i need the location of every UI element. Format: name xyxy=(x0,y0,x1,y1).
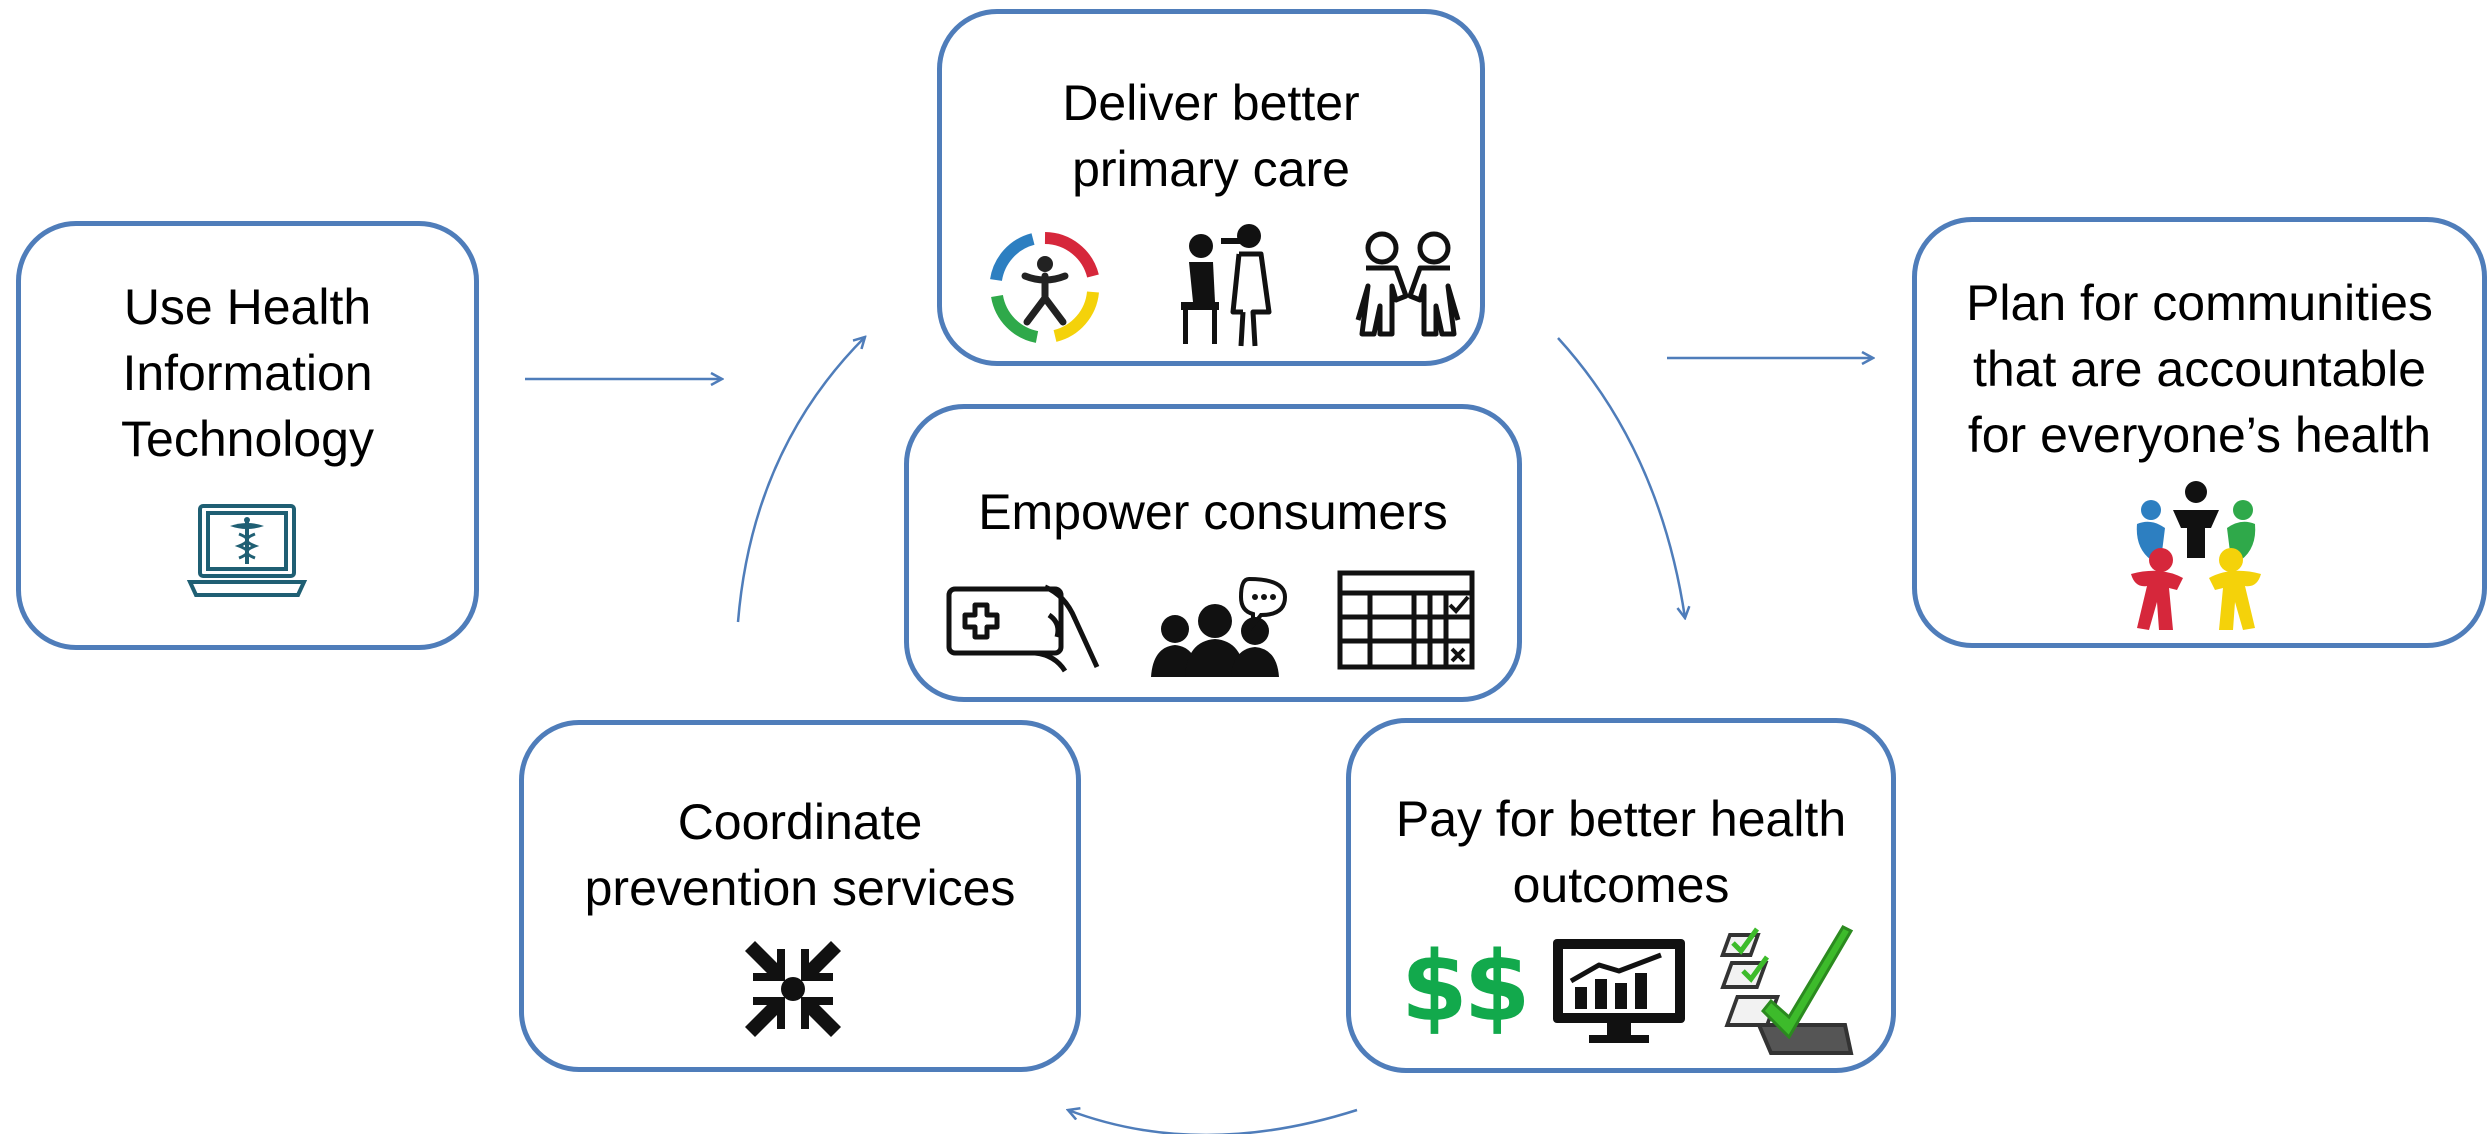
node-prevention-services: Coordinate prevention services xyxy=(519,720,1081,1072)
checklist-table-icon xyxy=(1337,570,1475,670)
laptop-medical-icon xyxy=(186,504,308,597)
arrow-cycle-prevention-to-primary xyxy=(736,337,865,623)
node-empower-consumers: Empower consumers xyxy=(904,404,1522,702)
dollar-icon: $$ xyxy=(1401,931,1531,1043)
node-pay-outcomes-label: Pay for better health outcomes xyxy=(1395,791,1847,913)
arrow-cycle-pay-to-prevention xyxy=(1068,1110,1358,1134)
converge-arrows-icon xyxy=(745,941,841,1037)
node-empower-consumers-label: Empower consumers xyxy=(978,484,1448,540)
node-primary-care: Deliver better primary care xyxy=(937,9,1485,366)
node-use-health-it: Use Health Information Technology xyxy=(16,221,479,650)
node-primary-care-label: Deliver better primary care xyxy=(1062,75,1360,197)
node-prevention-services-label: Coordinate prevention services xyxy=(584,794,1016,916)
monitor-chart-icon xyxy=(1553,939,1685,1043)
doctor-patient-icon xyxy=(1181,224,1272,347)
community-circle-icon xyxy=(2131,481,2261,630)
people-chat-icon xyxy=(1151,576,1288,677)
checkmark-list-icon xyxy=(1719,925,1854,1055)
arrow-cycle-primary-to-pay xyxy=(1557,337,1685,618)
node-communities-label: Plan for communities that are accountabl… xyxy=(1966,275,2433,463)
care-ring-icon xyxy=(990,232,1099,343)
node-pay-outcomes: Pay for better health outcomes $$ xyxy=(1346,718,1896,1073)
holding-hands-icon xyxy=(1355,231,1461,337)
node-use-health-it-label: Use Health Information Technology xyxy=(121,279,374,467)
node-communities: Plan for communities that are accountabl… xyxy=(1912,217,2487,648)
health-card-hand-icon xyxy=(946,584,1100,673)
